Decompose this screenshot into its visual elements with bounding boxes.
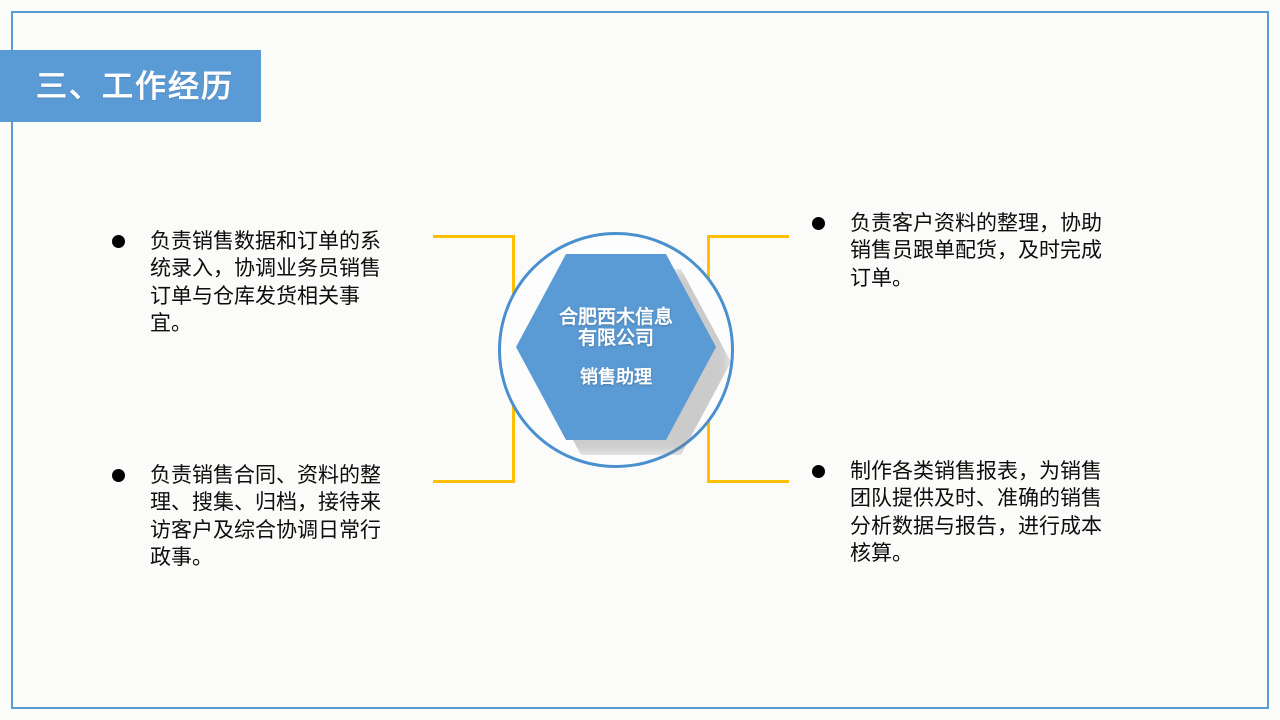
job-role: 销售助理 [580, 367, 652, 388]
bullet-item-bottom-left: 负责销售合同、资料的整理、搜集、归档，接待来访客户及综合协调日常行政事。 [112, 462, 387, 571]
connector-left-bottom-stub [433, 480, 515, 483]
bullet-dot-icon [812, 465, 825, 478]
bullet-dot-icon [112, 235, 125, 248]
bullet-item-bottom-right: 制作各类销售报表，为销售团队提供及时、准确的销售分析数据与报告，进行成本核算。 [812, 458, 1102, 567]
connector-right-top-stub [707, 235, 789, 238]
bullet-text-top-left: 负责销售数据和订单的系统录入，协调业务员销售订单与仓库发货相关事宜。 [150, 230, 381, 335]
company-name: 合肥西木信息有限公司 [558, 306, 673, 349]
center-diagram: 合肥西木信息有限公司 销售助理 [494, 228, 742, 476]
bullet-text-bottom-right: 制作各类销售报表，为销售团队提供及时、准确的销售分析数据与报告，进行成本核算。 [850, 460, 1102, 565]
bullet-text-top-right: 负责客户资料的整理，协助销售员跟单配货，及时完成订单。 [850, 212, 1102, 290]
bullet-text-bottom-left: 负责销售合同、资料的整理、搜集、归档，接待来访客户及综合协调日常行政事。 [150, 464, 381, 569]
bullet-dot-icon [112, 469, 125, 482]
connector-right-bottom-stub [707, 480, 789, 483]
page-title: 三、工作经历 [36, 68, 234, 104]
bullet-item-top-right: 负责客户资料的整理，协助销售员跟单配货，及时完成订单。 [812, 210, 1102, 292]
bullet-item-top-left: 负责销售数据和订单的系统录入，协调业务员销售订单与仓库发货相关事宜。 [112, 228, 387, 337]
bullet-dot-icon [812, 217, 825, 230]
connector-left-top-stub [433, 235, 515, 238]
section-title-banner: 三、工作经历 [0, 50, 261, 122]
